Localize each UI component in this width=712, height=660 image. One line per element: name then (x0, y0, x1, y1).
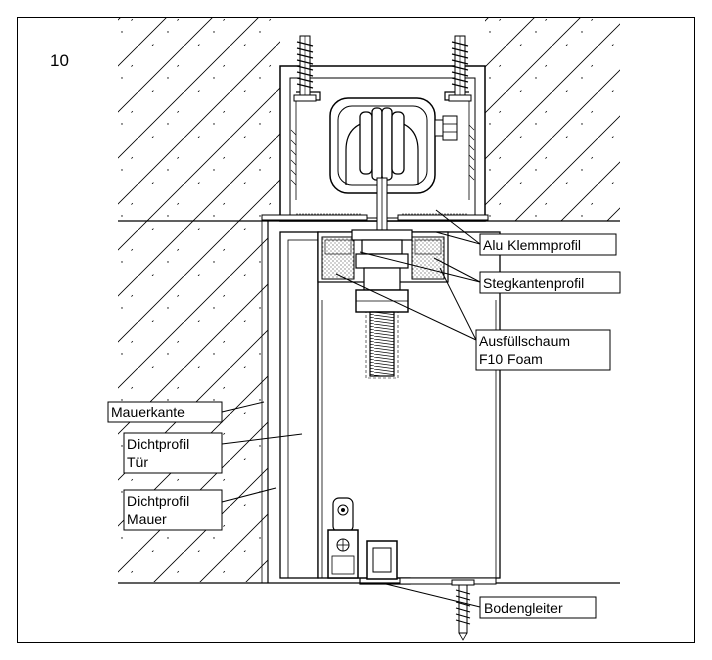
label-mauerkante: Mauerkante (107, 401, 223, 423)
bottom-seal (327, 497, 359, 579)
ceiling-screws (293, 35, 472, 102)
label-alu-klemmprofil: Alu Klemmprofil (479, 233, 617, 256)
floor-guide (359, 540, 497, 641)
hanger-bolt (351, 229, 413, 379)
svg-text:Mauer: Mauer (127, 511, 167, 527)
leader-lines (221, 209, 481, 608)
ceiling-plates (261, 213, 489, 221)
roller-carriage (329, 97, 458, 231)
figure-number: 10 (50, 51, 69, 70)
label-ausfuellschaum: Ausfüllschaum F10 Foam (475, 329, 611, 371)
label-dichtprofil-mauer: Dichtprofil Mauer (123, 489, 223, 531)
label-stegkantenprofil: Stegkantenprofil (479, 271, 621, 294)
drawing-frame (17, 17, 695, 643)
label-bodengleiter: Bodengleiter (479, 596, 597, 619)
svg-text:F10 Foam: F10 Foam (479, 351, 543, 367)
svg-text:Bodengleiter: Bodengleiter (484, 600, 563, 616)
svg-text:Stegkantenprofil: Stegkantenprofil (483, 275, 584, 291)
svg-text:Dichtprofil: Dichtprofil (127, 436, 189, 452)
svg-text:Alu Klemmprofil: Alu Klemmprofil (483, 237, 581, 253)
svg-text:Mauerkante: Mauerkante (111, 404, 185, 420)
svg-text:Ausfüllschaum: Ausfüllschaum (479, 333, 570, 349)
svg-text:Dichtprofil: Dichtprofil (127, 493, 189, 509)
label-dichtprofil-tuer: Dichtprofil Tür (123, 432, 223, 474)
svg-text:Tür: Tür (127, 454, 148, 470)
